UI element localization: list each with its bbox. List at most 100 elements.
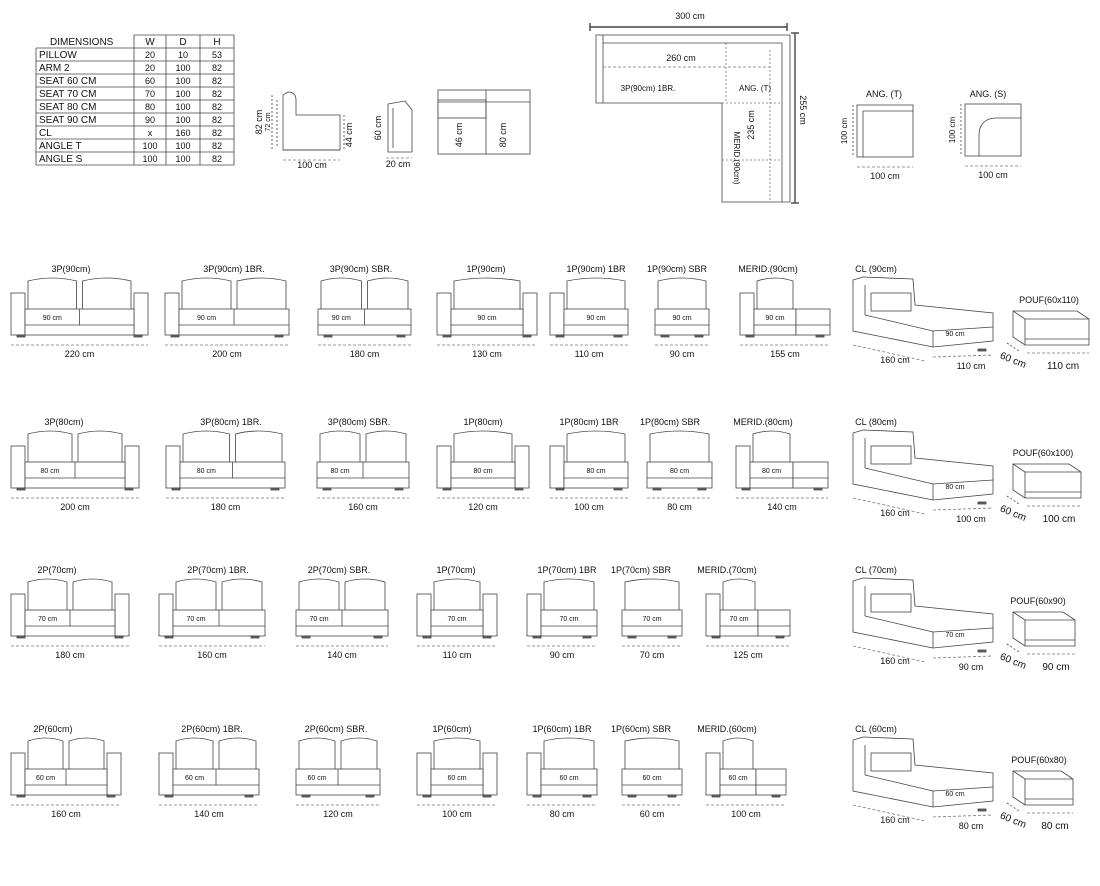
module-width-label: 80 cm: [667, 502, 692, 512]
table-cell: 53: [212, 50, 222, 60]
plan-corner-label: ANG. (T): [739, 84, 771, 93]
seat-width-label: 80 cm: [473, 468, 492, 475]
seat-width-label: 90 cm: [477, 315, 496, 322]
cl-title: CL (60cm): [855, 724, 897, 734]
seat-width-label: 70 cm: [447, 616, 466, 623]
plan-total-width-label: 300 cm: [675, 11, 705, 21]
seat-width-label: 90 cm: [332, 315, 351, 322]
module-width-label: 70 cm: [640, 650, 665, 660]
seat-width-label: 80 cm: [197, 468, 216, 475]
module-title: 1P(90cm) 1BR: [566, 264, 626, 274]
module-title: 1P(60cm) SBR: [611, 724, 672, 734]
seat-width-label: 70 cm: [309, 616, 328, 623]
table-cell: 100: [175, 154, 190, 164]
module-title: 1P(90cm): [466, 264, 505, 274]
pouf-width-label: 100 cm: [1043, 514, 1076, 525]
table-cell: 82: [212, 115, 222, 125]
module-title: 3P(90cm) 1BR.: [203, 264, 265, 274]
seat-width-label: 90 cm: [672, 315, 691, 322]
table-cell: 20: [145, 50, 155, 60]
table-cell: 80: [145, 102, 155, 112]
table-cell: 100: [175, 76, 190, 86]
angle-height-label: 100 cm: [840, 118, 849, 145]
pouf-depth-label: 60 cm: [998, 651, 1027, 671]
module-width-label: 200 cm: [60, 502, 90, 512]
module-width-label: 90 cm: [670, 349, 695, 359]
module-title: 2P(60cm) 1BR.: [181, 724, 243, 734]
angle-width-label: 100 cm: [870, 171, 900, 181]
pouf-depth-label: 60 cm: [998, 350, 1027, 370]
angle-height-label: 100 cm: [948, 117, 957, 144]
pouf-title: POUF(60x100): [1013, 448, 1074, 458]
module-width-label: 200 cm: [212, 349, 242, 359]
pouf-width-label: 90 cm: [1042, 662, 1069, 673]
module-title: 2P(70cm) 1BR.: [187, 565, 249, 575]
table-cell: 82: [212, 128, 222, 138]
table-row-label: PILLOW: [39, 50, 77, 61]
table-cell: 82: [212, 154, 222, 164]
cl-seat-label: 70 cm: [945, 632, 964, 639]
angle-title: ANG. (S): [970, 89, 1007, 99]
table-row-label: SEAT 70 CM: [39, 89, 96, 100]
sofa-module: 2P(70cm) SBR. 70 cm 140 cm: [295, 565, 389, 660]
module-title: 2P(60cm) SBR.: [305, 724, 368, 734]
pouf-title: POUF(60x80): [1011, 755, 1067, 765]
module-width-label: 60 cm: [640, 809, 665, 819]
pillow-width-label: 20 cm: [386, 159, 411, 169]
plan-inner-width-label: 260 cm: [666, 53, 696, 63]
module-title: MERID.(80cm): [733, 417, 793, 427]
cl-seat-label: 80 cm: [945, 484, 964, 491]
plan-total-depth-label: 255 cm: [798, 95, 808, 125]
module-title: 2P(70cm) SBR.: [308, 565, 371, 575]
seat-width-label: 80 cm: [40, 468, 59, 475]
module-width-label: 180 cm: [350, 349, 380, 359]
seat-section-back-label: 80 cm: [498, 123, 508, 148]
module-width-label: 100 cm: [731, 809, 761, 819]
cl-width-label: 80 cm: [959, 821, 984, 831]
module-title: MERID.(70cm): [697, 565, 757, 575]
module-width-label: 125 cm: [733, 650, 763, 660]
module-width-label: 100 cm: [442, 809, 472, 819]
seat-width-label: 60 cm: [185, 775, 204, 782]
module-width-label: 160 cm: [348, 502, 378, 512]
module-width-label: 140 cm: [327, 650, 357, 660]
cl-length-label: 160 cm: [880, 656, 910, 666]
seat-width-label: 70 cm: [729, 616, 748, 623]
plan-left-label: 3P(90cm) 1BR.: [621, 84, 676, 93]
seat-width-label: 70 cm: [642, 616, 661, 623]
module-width-label: 120 cm: [323, 809, 353, 819]
table-cell: 100: [142, 141, 157, 151]
table-cell: 100: [142, 154, 157, 164]
side-depth-label: 100 cm: [297, 160, 327, 170]
seat-width-label: 90 cm: [586, 315, 605, 322]
cl-length-label: 160 cm: [880, 355, 910, 365]
module-title: 1P(90cm) SBR: [647, 264, 708, 274]
module-title: 3P(80cm) 1BR.: [200, 417, 262, 427]
seat-width-label: 80 cm: [670, 468, 689, 475]
table-cell: 82: [212, 89, 222, 99]
pouf-title: POUF(60x110): [1019, 295, 1079, 305]
